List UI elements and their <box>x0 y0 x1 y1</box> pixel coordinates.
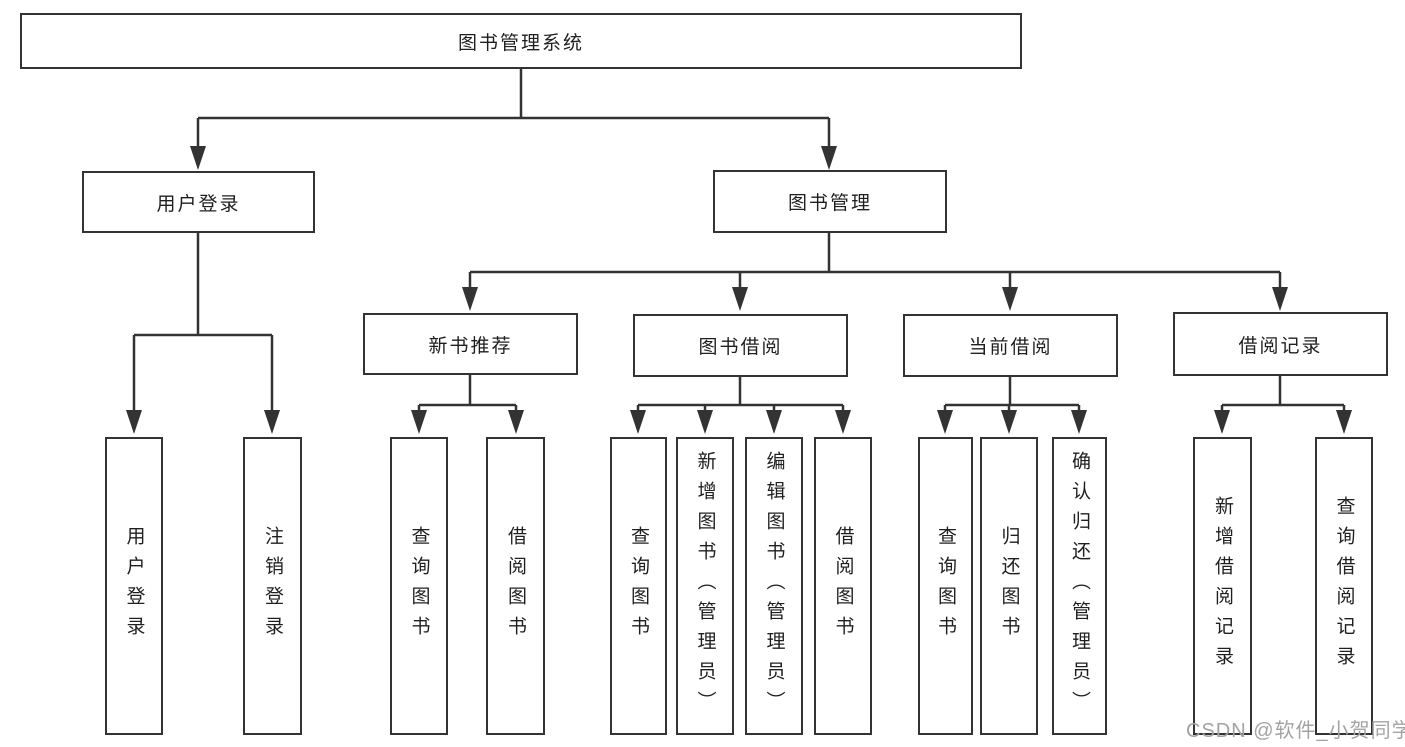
connector-root <box>196 69 831 148</box>
arrowhead <box>835 410 851 434</box>
leaf-query-books-current: 查询图书 <box>918 437 973 735</box>
arrowhead <box>630 410 646 434</box>
leaf-label: 编辑图书（管理员） <box>763 451 785 721</box>
leaf-query-borrow-record: 查询借阅记录 <box>1315 437 1373 735</box>
leaf-add-borrow-record: 新增借阅记录 <box>1193 437 1252 735</box>
node-book-borrow: 图书借阅 <box>633 314 848 377</box>
leaf-label: 查询借阅记录 <box>1333 496 1355 676</box>
leaf-borrow-books-recommend: 借阅图书 <box>486 437 545 735</box>
node-label: 图书管理系统 <box>457 32 584 54</box>
connector-new-book-recommend <box>417 375 518 412</box>
leaf-query-books-recommend: 查询图书 <box>390 437 448 735</box>
arrowhead <box>1214 410 1230 434</box>
leaf-label: 确认归还（管理员） <box>1069 451 1090 721</box>
arrowhead <box>1272 287 1288 311</box>
node-label: 图书管理 <box>787 193 872 214</box>
node-book-management: 图书管理 <box>713 170 947 233</box>
arrowhead <box>190 146 206 170</box>
leaf-label: 注销登录 <box>262 526 283 646</box>
node-new-book-recommend: 新书推荐 <box>363 313 578 375</box>
arrowhead <box>1336 410 1352 434</box>
arrowhead <box>766 410 782 434</box>
arrowhead <box>1001 410 1017 434</box>
leaf-label: 归还图书 <box>998 526 1020 646</box>
leaf-confirm-return-admin: 确认归还（管理员） <box>1052 437 1107 735</box>
connector-arrowheads <box>126 146 1352 434</box>
connector-current-borrow <box>943 377 1081 412</box>
arrowhead <box>1002 287 1018 311</box>
arrowhead <box>821 146 837 170</box>
connector-user-login <box>132 233 274 412</box>
leaf-label: 查询图书 <box>628 526 649 646</box>
node-label: 借阅记录 <box>1238 335 1323 357</box>
leaf-label: 查询图书 <box>408 526 430 646</box>
node-current-borrow: 当前借阅 <box>903 314 1118 377</box>
leaf-label: 借阅图书 <box>505 526 526 646</box>
arrowhead <box>697 410 713 434</box>
node-label: 新书推荐 <box>428 335 513 357</box>
leaf-add-books-admin: 新增图书（管理员） <box>676 437 734 735</box>
leaf-edit-books-admin: 编辑图书（管理员） <box>745 437 803 735</box>
leaf-label: 借阅图书 <box>832 526 854 646</box>
node-label: 用户登录 <box>156 193 241 215</box>
node-borrow-records: 借阅记录 <box>1173 312 1388 376</box>
connector-borrow-records <box>1220 376 1346 412</box>
leaf-borrow-books: 借阅图书 <box>814 437 872 735</box>
arrowhead <box>732 287 748 311</box>
arrowhead <box>411 410 427 434</box>
leaf-label: 用户登录 <box>123 526 145 646</box>
leaf-return-books: 归还图书 <box>980 437 1038 735</box>
arrowhead <box>462 287 478 311</box>
node-label: 图书借阅 <box>698 337 783 358</box>
arrowhead <box>126 410 142 434</box>
node-root: 图书管理系统 <box>20 13 1022 69</box>
leaf-query-books-borrow: 查询图书 <box>610 437 667 735</box>
node-user-login: 用户登录 <box>82 171 315 233</box>
arrowhead <box>264 410 280 434</box>
arrowhead <box>937 410 953 434</box>
leaf-user-login: 用户登录 <box>105 437 163 735</box>
node-label: 当前借阅 <box>968 337 1053 358</box>
watermark: CSDN @软件_小贺同学 <box>1186 720 1405 742</box>
leaf-label: 查询图书 <box>935 526 956 646</box>
leaf-logout: 注销登录 <box>243 437 302 735</box>
connector-book-management <box>468 233 1282 289</box>
leaf-label: 新增图书（管理员） <box>694 451 716 721</box>
connector-lines <box>132 69 1346 412</box>
arrowhead <box>508 410 524 434</box>
leaf-label: 新增借阅记录 <box>1212 496 1233 676</box>
connector-book-borrow <box>636 377 845 412</box>
arrowhead <box>1071 410 1087 434</box>
